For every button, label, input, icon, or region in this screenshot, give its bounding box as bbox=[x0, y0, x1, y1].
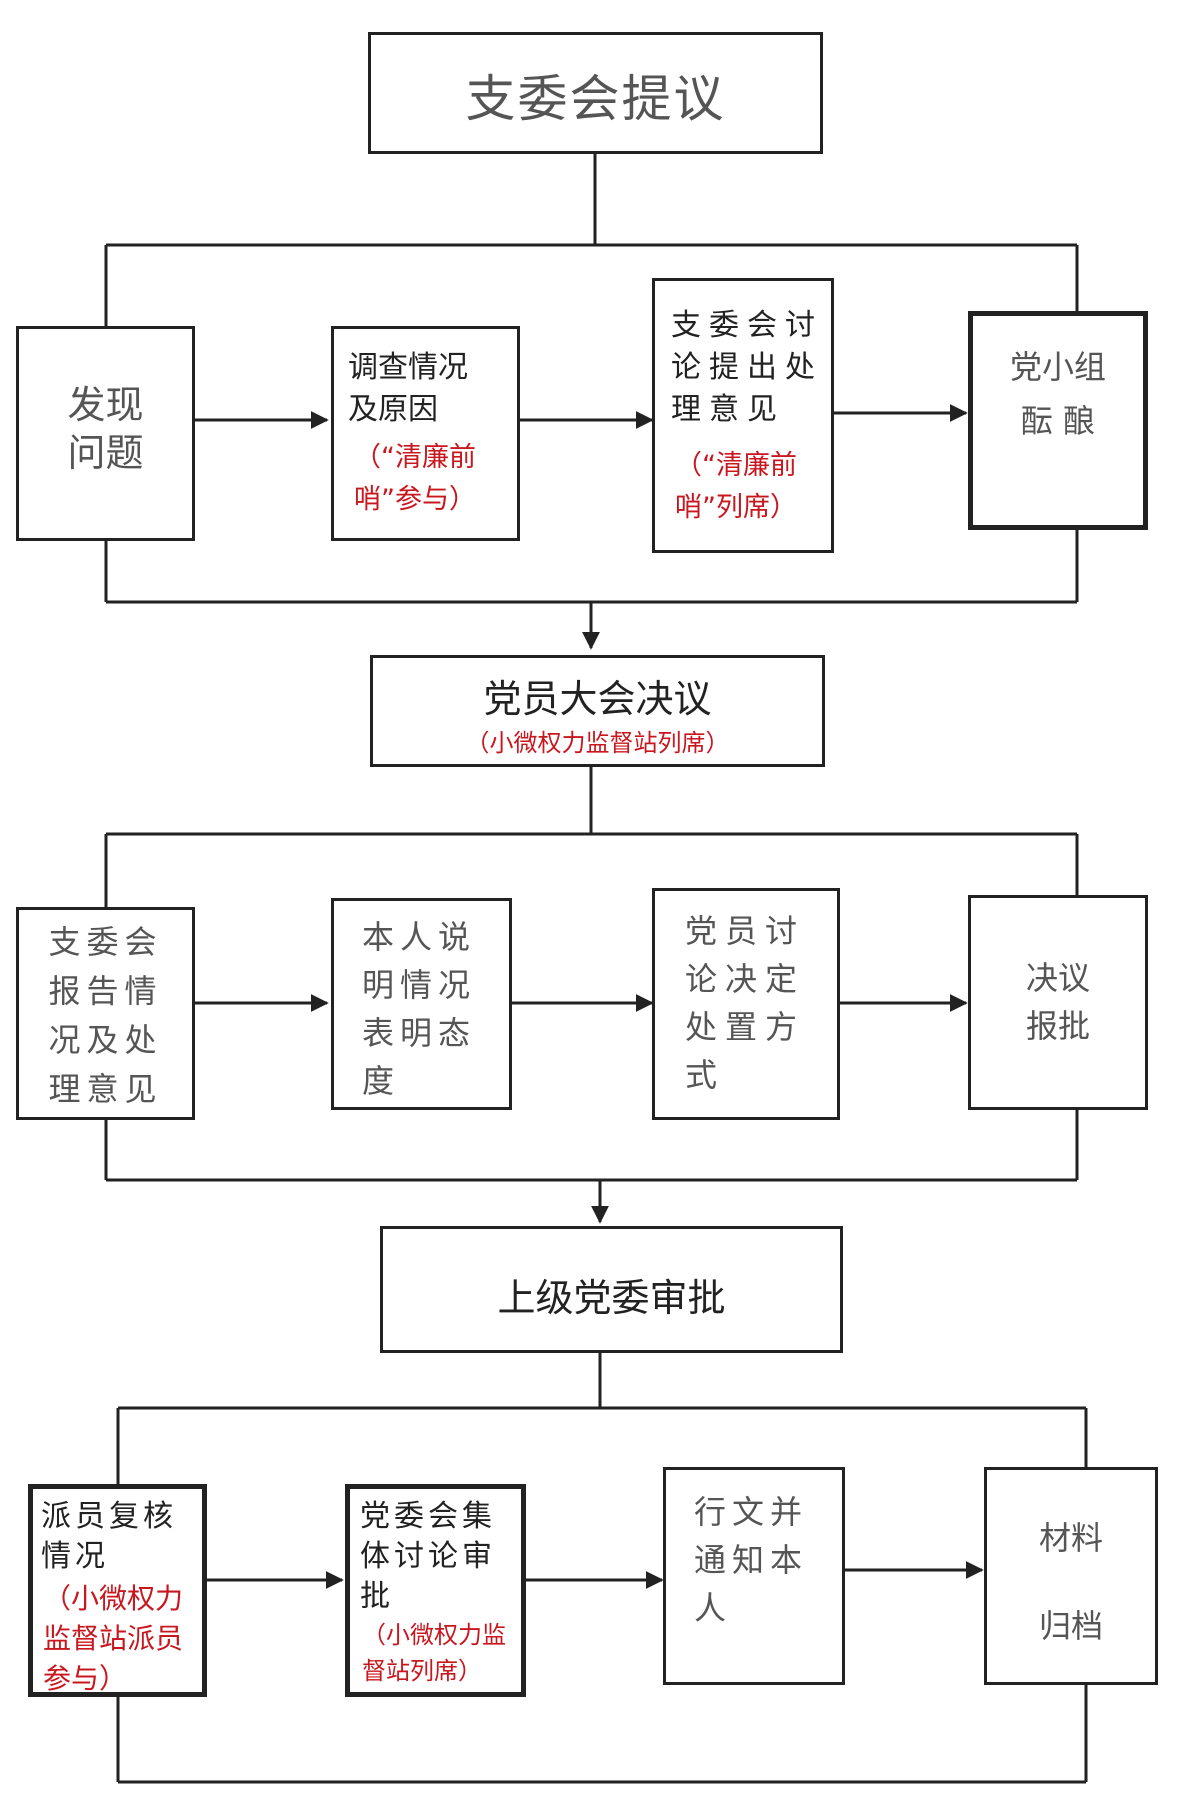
step-members-decide: 党员讨 论决定 处置方 式 bbox=[652, 888, 840, 1120]
step-group-deliberate: 党小组 酝 酿 bbox=[968, 311, 1148, 530]
stage3-header: 上级党委审批 bbox=[497, 1276, 726, 1320]
stage1-header-box: 支委会提议 bbox=[368, 32, 823, 154]
stage2-header: 党员大会决议 bbox=[483, 677, 712, 721]
step-label: 党小组 酝 酿 bbox=[1009, 348, 1106, 440]
stage2-note: （小微权力监督站列席） bbox=[465, 729, 730, 757]
step-label: 党员讨 论决定 处置方 式 bbox=[685, 912, 806, 1094]
step-label: 发现 问题 bbox=[67, 383, 144, 475]
step-label: 材料 归档 bbox=[1038, 1519, 1103, 1645]
step-label: 党委会集 体讨论审 批 bbox=[360, 1499, 496, 1614]
step-resolution-submit: 决议 报批 bbox=[968, 895, 1148, 1110]
step-archive: 材料 归档 bbox=[984, 1467, 1158, 1685]
stage1-header: 支委会提议 bbox=[465, 70, 726, 128]
step-discover-problem: 发现 问题 bbox=[16, 326, 195, 541]
stage3-header-box: 上级党委审批 bbox=[380, 1226, 843, 1353]
step-label: 本人说 明情况 表明态 度 bbox=[362, 918, 477, 1100]
step-note: （“清廉前 哨”列席） bbox=[675, 450, 797, 523]
step-label: 调查情况 及原因 bbox=[348, 350, 468, 427]
step-note: （“清廉前 哨”参与） bbox=[354, 442, 476, 515]
stage2-header-box: 党员大会决议 （小微权力监督站列席） bbox=[370, 655, 825, 767]
step-self-statement: 本人说 明情况 表明态 度 bbox=[331, 898, 512, 1110]
step-dispatch-review: 派员复核 情况 （小微权力 监督站派员 参与） bbox=[28, 1484, 207, 1697]
step-committee-discuss: 支委会讨 论提出处 理意见 （“清廉前 哨”列席） bbox=[652, 278, 834, 553]
step-label: 决议 报批 bbox=[1025, 959, 1090, 1045]
step-note: （小微权力 监督站派员 参与） bbox=[43, 1582, 184, 1695]
step-investigate: 调查情况 及原因 （“清廉前 哨”参与） bbox=[331, 326, 520, 541]
step-label: 支委会讨 论提出处 理意见 bbox=[671, 308, 823, 427]
step-label: 行文并 通知本 人 bbox=[694, 1493, 809, 1627]
step-note: （小微权力监 督站列席） bbox=[362, 1621, 506, 1685]
step-party-committee-approve: 党委会集 体讨论审 批 （小微权力监 督站列席） bbox=[345, 1484, 526, 1697]
step-label: 支委会 报告情 况及处 理意见 bbox=[48, 923, 163, 1108]
step-issue-notice: 行文并 通知本 人 bbox=[663, 1467, 845, 1685]
step-committee-report: 支委会 报告情 况及处 理意见 bbox=[16, 907, 195, 1120]
step-label: 派员复核 情况 bbox=[41, 1499, 177, 1574]
